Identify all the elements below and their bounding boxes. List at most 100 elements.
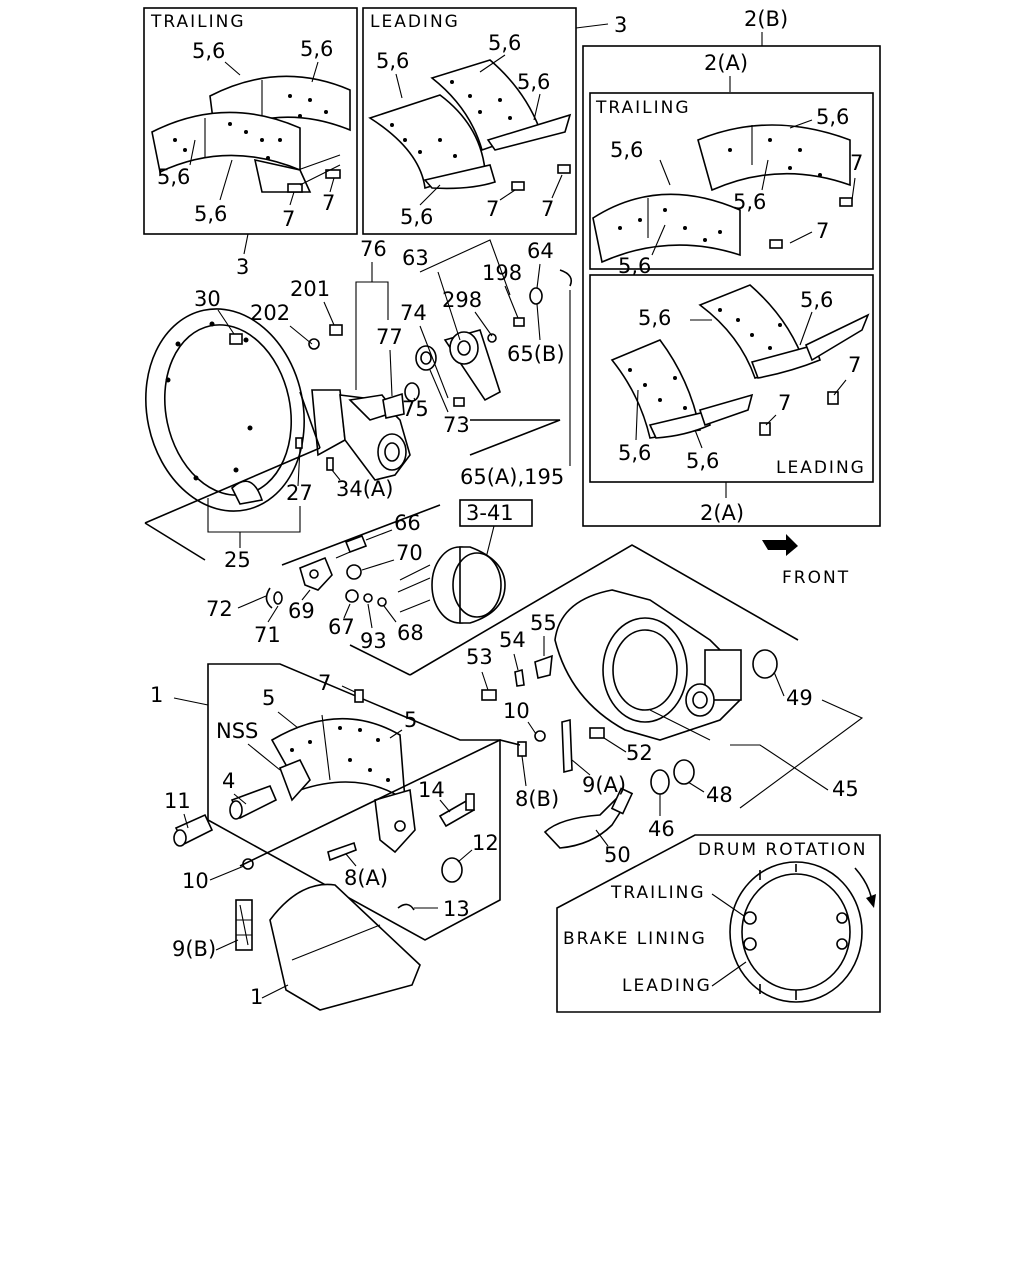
callout-46: 46 xyxy=(648,817,675,841)
callout-67: 67 xyxy=(328,615,355,639)
callout-30: 30 xyxy=(194,287,221,311)
callout-5-6: 5,6 xyxy=(400,205,433,229)
callout-54: 54 xyxy=(499,628,526,652)
callout-8b: 8(B) xyxy=(515,787,559,811)
callout-5-6: 5,6 xyxy=(517,70,550,94)
callout-10: 10 xyxy=(182,869,209,893)
callout-5-6: 5,6 xyxy=(733,190,766,214)
callout-53: 53 xyxy=(466,645,493,669)
drum-rotation-title: DRUM ROTATION xyxy=(698,840,867,860)
callout-27: 27 xyxy=(286,481,313,505)
callout-7: 7 xyxy=(486,197,499,221)
backing-plate-group: 30 202 201 76 77 75 74 73 63 298 198 64 … xyxy=(144,237,573,572)
callout-1: 1 xyxy=(150,683,163,707)
kit3-trailing-box: TRAILING 5,6 5,6 5,6 5,6 7 7 xyxy=(143,7,358,235)
callout-72: 72 xyxy=(206,597,233,621)
callout-13: 13 xyxy=(443,897,470,921)
callout-4: 4 xyxy=(222,769,235,793)
callout-77: 77 xyxy=(376,325,403,349)
spider-carrier-group: 55 54 53 49 10 52 9(A) 8(B) 48 45 46 50 xyxy=(409,544,864,867)
callout-48: 48 xyxy=(706,783,733,807)
callout-5-6: 5,6 xyxy=(618,254,651,278)
callout-5-6: 5,6 xyxy=(157,165,190,189)
callout-55: 55 xyxy=(530,611,557,635)
callout-3: 3 xyxy=(236,255,249,279)
callout-298: 298 xyxy=(442,288,482,312)
callout-49: 49 xyxy=(786,686,813,710)
callout-5-6: 5,6 xyxy=(638,306,671,330)
callout-70: 70 xyxy=(396,541,423,565)
callout-64: 64 xyxy=(527,239,554,263)
kit2a-trailing-title: TRAILING xyxy=(595,98,691,118)
callout-1: 1 xyxy=(250,985,263,1009)
callout-9b: 9(B) xyxy=(172,937,216,961)
inset-brake-lining-label: BRAKE LINING xyxy=(563,929,707,949)
callout-5-6: 5,6 xyxy=(618,441,651,465)
callout-2a: 2(A) xyxy=(700,501,744,525)
callout-5-6: 5,6 xyxy=(376,49,409,73)
callout-7: 7 xyxy=(282,207,295,231)
callout-34a: 34(A) xyxy=(336,477,393,501)
callout-2b: 2(B) xyxy=(744,7,788,31)
kit2a-leading-title: LEADING xyxy=(776,458,866,478)
callout-5-6: 5,6 xyxy=(800,288,833,312)
callout-75: 75 xyxy=(402,397,429,421)
front-indicator: FRONT xyxy=(762,534,850,588)
kit3-leading-title: LEADING xyxy=(370,12,460,32)
callout-5: 5 xyxy=(262,686,275,710)
inset-trailing-label: TRAILING xyxy=(610,883,706,903)
callout-71: 71 xyxy=(254,623,281,647)
callout-5-6: 5,6 xyxy=(816,105,849,129)
ref-box-3-41: 3-41 xyxy=(466,501,514,525)
callout-7: 7 xyxy=(318,671,331,695)
callout-69: 69 xyxy=(288,599,315,623)
callout-52: 52 xyxy=(626,741,653,765)
callout-7: 7 xyxy=(850,151,863,175)
brake-shoe-group: 1 7 5 5 NSS xyxy=(150,663,521,1011)
callout-2a: 2(A) xyxy=(704,51,748,75)
callout-7: 7 xyxy=(778,391,791,415)
callout-66: 66 xyxy=(394,511,421,535)
callout-5: 5 xyxy=(404,708,417,732)
drum-rotation-inset: DRUM ROTATION TRAILING BRAKE LINING LEAD… xyxy=(556,834,881,1013)
callout-5-6: 5,6 xyxy=(194,202,227,226)
callout-7: 7 xyxy=(322,191,335,215)
callout-45: 45 xyxy=(832,777,859,801)
callout-7: 7 xyxy=(541,197,554,221)
front-label: FRONT xyxy=(782,568,850,588)
callout-202: 202 xyxy=(250,301,290,325)
callout-68: 68 xyxy=(397,621,424,645)
callout-14: 14 xyxy=(418,778,445,802)
callout-5-6: 5,6 xyxy=(488,31,521,55)
kit3-trailing-title: TRAILING xyxy=(150,12,246,32)
callout-8a: 8(A) xyxy=(344,866,388,890)
callout-73: 73 xyxy=(443,413,470,437)
callout-93: 93 xyxy=(360,629,387,653)
callout-50: 50 xyxy=(604,843,631,867)
kit2b-box: 2(B) 2(A) TRAILING 5,6 5,6 5,6 5,6 7 7 L… xyxy=(582,7,881,527)
callout-65a-195: 65(A),195 xyxy=(460,465,564,489)
kit3-leading-box: LEADING 5,6 5,6 5,6 5,6 7 7 xyxy=(362,7,577,235)
callout-5-6: 5,6 xyxy=(610,138,643,162)
brake-chamber-group: 3-41 66 70 72 71 69 67 93 68 xyxy=(206,499,533,676)
callout-63: 63 xyxy=(402,246,429,270)
callout-12: 12 xyxy=(472,831,499,855)
inset-leading-label: LEADING xyxy=(622,976,712,996)
callout-5-6: 5,6 xyxy=(300,37,333,61)
callout-5-6: 5,6 xyxy=(686,449,719,473)
callout-9a: 9(A) xyxy=(582,773,626,797)
callout-3: 3 xyxy=(614,13,627,37)
callout-10: 10 xyxy=(503,699,530,723)
callout-65b: 65(B) xyxy=(507,342,565,366)
nss-label: NSS xyxy=(216,719,258,743)
callout-74: 74 xyxy=(400,301,427,325)
callout-7: 7 xyxy=(816,219,829,243)
callout-198: 198 xyxy=(482,261,522,285)
callout-11: 11 xyxy=(164,789,191,813)
callout-5-6: 5,6 xyxy=(192,39,225,63)
callout-201: 201 xyxy=(290,277,330,301)
callout-76: 76 xyxy=(360,237,387,261)
callout-25: 25 xyxy=(224,548,251,572)
callout-7: 7 xyxy=(848,353,861,377)
